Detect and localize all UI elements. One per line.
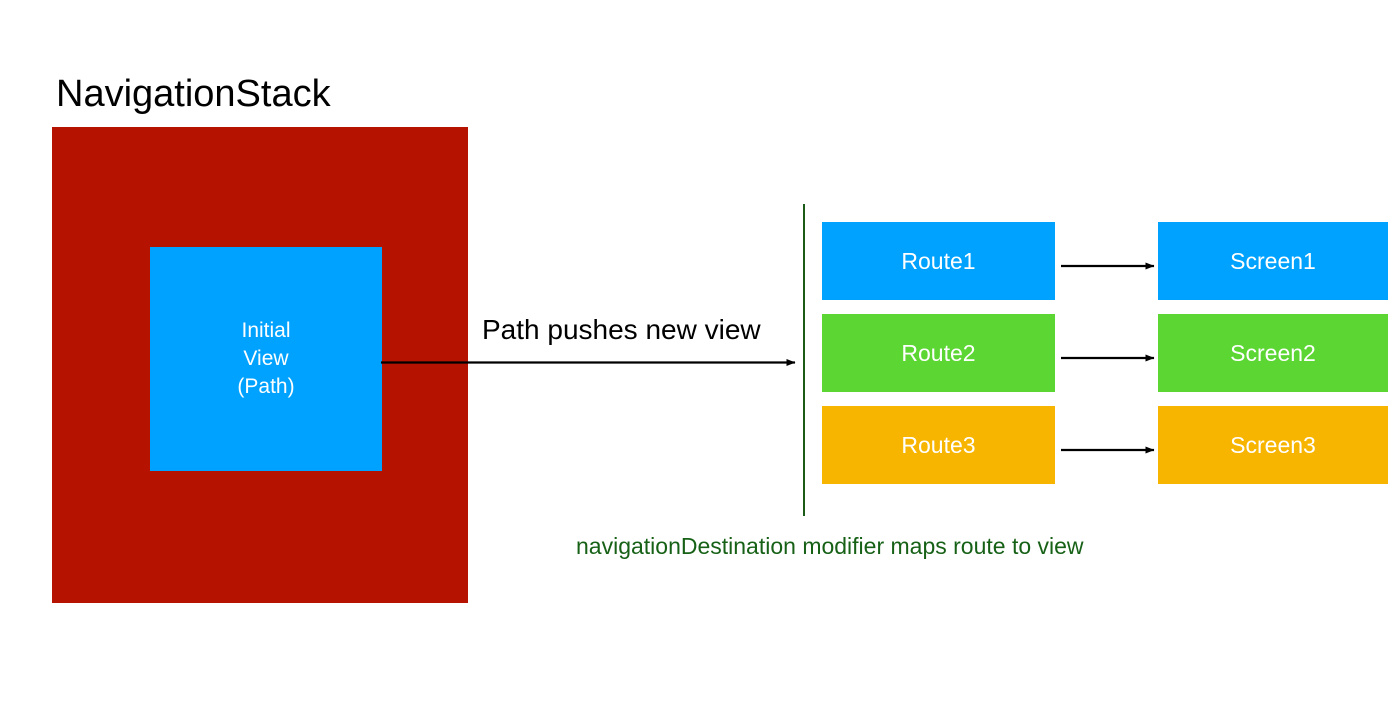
- route-box-1: Route1: [822, 222, 1055, 300]
- route-label-1: Route1: [901, 248, 976, 274]
- screen-box-1: Screen1: [1158, 222, 1388, 300]
- route-label-2: Route2: [901, 340, 976, 366]
- initial-view-box: Initial View (Path): [150, 247, 382, 471]
- initial-view-line-1: Initial: [241, 319, 291, 342]
- route-label-3: Route3: [901, 432, 976, 458]
- screen-box-3: Screen3: [1158, 406, 1388, 484]
- route-box-3: Route3: [822, 406, 1055, 484]
- screen-label-1: Screen1: [1230, 248, 1316, 274]
- path-push-label: Path pushes new view: [482, 314, 761, 345]
- destination-rail: [803, 204, 805, 516]
- screen-label-3: Screen3: [1230, 432, 1316, 458]
- screen-label-2: Screen2: [1230, 340, 1316, 366]
- initial-view-line-3: (Path): [237, 375, 295, 398]
- initial-view-line-2: View: [243, 347, 289, 370]
- page-title: NavigationStack: [56, 73, 331, 115]
- screen-box-2: Screen2: [1158, 314, 1388, 392]
- caption-navigation-destination: navigationDestination modifier maps rout…: [576, 533, 1084, 559]
- route-box-2: Route2: [822, 314, 1055, 392]
